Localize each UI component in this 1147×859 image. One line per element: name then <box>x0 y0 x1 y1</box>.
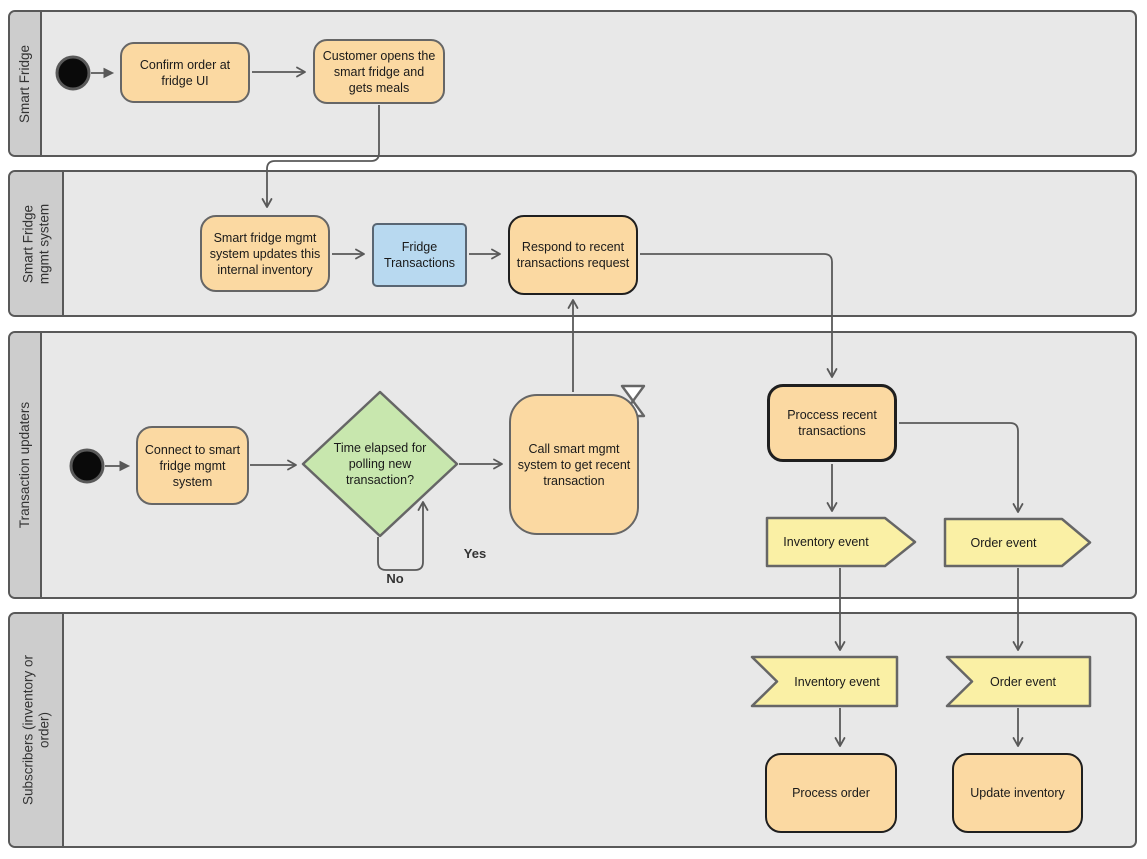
node-confirm-order: Confirm order at fridge UI <box>120 42 250 103</box>
node-mgmt-updates-inventory: Smart fridge mgmt system updates this in… <box>200 215 330 292</box>
node-customer-opens: Customer opens the smart fridge and gets… <box>313 39 445 104</box>
start-node-transaction-updaters <box>69 448 105 484</box>
edge-respond-to-process-recent <box>640 253 838 378</box>
edge-process-recent-to-order-send <box>899 422 1024 513</box>
label-inventory-event-send: Inventory event <box>783 535 869 549</box>
send-signal-inventory-event <box>765 516 917 568</box>
receive-signal-order-event <box>945 655 1092 708</box>
label-inventory-event-recv: Inventory event <box>794 674 880 689</box>
node-update-inventory: Update inventory <box>952 753 1083 833</box>
node-connect-mgmt-system: Connect to smart fridge mgmt system <box>136 426 249 505</box>
decision-diamond-time-elapsed <box>301 390 459 538</box>
edge-decision-no-loop <box>377 501 429 571</box>
label-order-event-recv: Order event <box>989 674 1056 689</box>
label-order-event-send: Order event <box>970 535 1037 550</box>
edge-label-no: No <box>386 571 404 586</box>
node-call-mgmt-system: Call smart mgmt system to get recent tra… <box>509 394 639 535</box>
node-process-recent-transactions: Proccess recent transactions <box>767 384 897 462</box>
label-time-elapsed-decision: Time elapsed for polling new transaction… <box>333 441 427 487</box>
lane-subscribers: Subscribers (inventory or order) <box>8 612 1137 848</box>
edge-customer-to-mgmt-updates <box>261 105 380 208</box>
node-process-order: Process order <box>765 753 897 833</box>
start-node-smart-fridge <box>55 55 91 91</box>
send-signal-order-event <box>943 517 1092 568</box>
node-respond-recent-transactions: Respond to recent transactions request <box>508 215 638 295</box>
lane-header: Subscribers (inventory or order) <box>10 614 64 846</box>
lane-header: Transaction updaters <box>10 333 42 597</box>
node-fridge-transactions: Fridge Transactions <box>372 223 467 287</box>
lane-header: Smart Fridge mgmt system <box>10 172 64 315</box>
edge-label-yes: Yes <box>463 546 487 561</box>
receive-signal-inventory-event <box>750 655 899 708</box>
lane-header: Smart Fridge <box>10 12 42 155</box>
